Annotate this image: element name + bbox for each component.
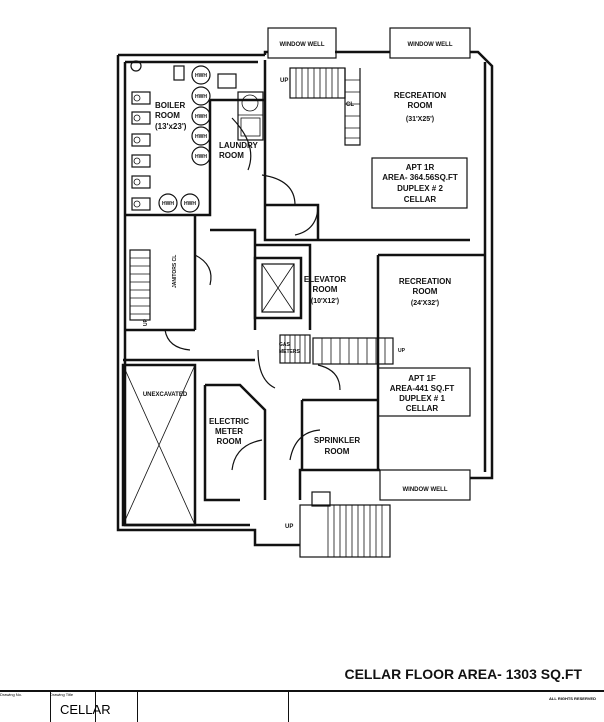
svg-text:HWH: HWH	[195, 134, 207, 140]
window-well-top-right: WINDOW WELL	[389, 27, 471, 59]
elevator-shaft	[253, 256, 303, 320]
svg-text:ELEVATOR: ELEVATOR	[304, 275, 346, 284]
svg-text:METER: METER	[215, 427, 243, 436]
svg-text:(13'x23'): (13'x23')	[155, 122, 187, 131]
title-block: Drawing No. Drawing Title CELLAR ALL RIG…	[0, 690, 604, 722]
svg-text:ROOM: ROOM	[219, 151, 244, 160]
svg-text:HWH: HWH	[184, 201, 196, 207]
svg-text:RECREATION: RECREATION	[394, 91, 447, 100]
svg-text:AREA-441 SQ.FT: AREA-441 SQ.FT	[390, 384, 455, 393]
window-well-top-left: WINDOW WELL	[267, 27, 337, 59]
svg-text:UP: UP	[398, 348, 406, 354]
svg-text:UP: UP	[280, 78, 288, 84]
svg-text:ELECTRIC: ELECTRIC	[209, 417, 249, 426]
svg-text:APT 1F: APT 1F	[408, 374, 436, 383]
svg-text:RECREATION: RECREATION	[399, 277, 452, 286]
svg-text:ROOM: ROOM	[155, 111, 180, 120]
label-janitors-closet: JANITORS CL	[172, 255, 178, 288]
svg-text:APT 1R: APT 1R	[406, 163, 435, 172]
boiler-units	[130, 60, 185, 211]
svg-text:HWH: HWH	[195, 94, 207, 100]
svg-text:ROOM: ROOM	[408, 101, 433, 110]
drawing-title-cell: Drawing Title	[50, 692, 96, 722]
drawing-title-label: Drawing Title	[50, 692, 74, 697]
floor-plan: WINDOW WELL WINDOW WELL WINDOW WELL	[116, 27, 494, 558]
doors	[164, 117, 341, 471]
drawing-no-label: Drawing No.	[0, 692, 23, 697]
svg-text:UNEXCAVATED: UNEXCAVATED	[143, 392, 188, 398]
label-closet: CL	[346, 102, 354, 108]
drawing-title: CELLAR	[60, 702, 111, 717]
svg-text:HWH: HWH	[195, 114, 207, 120]
svg-text:ROOM: ROOM	[413, 287, 438, 296]
label-electric-meter-room: ELECTRIC METER ROOM	[209, 417, 249, 446]
svg-text:BOILER: BOILER	[155, 101, 185, 110]
unexcavated-area: UNEXCAVATED	[121, 363, 197, 527]
svg-text:DUPLEX # 2: DUPLEX # 2	[397, 184, 443, 193]
svg-text:CELLAR: CELLAR	[404, 195, 437, 204]
svg-text:HWH: HWH	[162, 201, 174, 207]
label-recreation-room-1r: RECREATION ROOM (31'X25')	[394, 91, 447, 123]
drawing-no-cell: Drawing No.	[0, 692, 51, 722]
svg-text:WINDOW WELL: WINDOW WELL	[280, 42, 325, 48]
svg-text:CELLAR: CELLAR	[406, 404, 439, 413]
hot-water-heaters: HWH HWH HWH HWH HWH HWH HWH	[158, 65, 211, 213]
title-block-cell	[137, 692, 289, 722]
label-gas-meters: GAS METERS	[279, 342, 301, 355]
laundry-machines	[217, 73, 264, 141]
label-recreation-room-1f: RECREATION ROOM (24'X32')	[399, 277, 452, 307]
stairs	[129, 67, 394, 558]
svg-text:WINDOW WELL: WINDOW WELL	[403, 487, 448, 493]
svg-text:GAS: GAS	[279, 342, 291, 348]
svg-text:HWH: HWH	[195, 73, 207, 79]
svg-text:ROOM: ROOM	[325, 447, 350, 456]
window-well-bottom: WINDOW WELL	[379, 469, 471, 501]
svg-text:AREA- 364.56SQ.FT: AREA- 364.56SQ.FT	[382, 173, 458, 182]
title-block-cell	[95, 692, 138, 722]
floor-area-title: CELLAR FLOOR AREA- 1303 SQ.FT	[344, 666, 582, 682]
svg-text:(24'X32'): (24'X32')	[411, 300, 439, 307]
label-laundry-room: LAUNDRY ROOM	[219, 141, 258, 160]
svg-text:UP: UP	[143, 318, 149, 326]
rights-notice: ALL RIGHTS RESERVED	[549, 696, 596, 701]
svg-text:(10'X12'): (10'X12')	[311, 298, 339, 305]
label-elevator-room: ELEVATOR ROOM (10'X12')	[304, 275, 346, 305]
svg-text:SPRINKLER: SPRINKLER	[314, 436, 360, 445]
label-boiler-room: BOILER ROOM (13'x23')	[155, 101, 187, 131]
apt-1r-info-box: APT 1R AREA- 364.56SQ.FT DUPLEX # 2 CELL…	[371, 157, 468, 209]
svg-text:DUPLEX # 1: DUPLEX # 1	[399, 394, 445, 403]
apt-1f-info-box: APT 1F AREA-441 SQ.FT DUPLEX # 1 CELLAR	[377, 367, 471, 417]
svg-text:UP: UP	[285, 524, 293, 530]
svg-text:(31'X25'): (31'X25')	[406, 116, 434, 123]
svg-text:ROOM: ROOM	[217, 437, 242, 446]
svg-text:WINDOW WELL: WINDOW WELL	[408, 42, 453, 48]
svg-text:METERS: METERS	[279, 349, 301, 355]
exterior-walls	[116, 50, 494, 547]
label-sprinkler-room: SPRINKLER ROOM	[314, 436, 360, 456]
svg-text:ROOM: ROOM	[313, 285, 338, 294]
svg-text:HWH: HWH	[195, 154, 207, 160]
interior-walls	[123, 60, 485, 502]
svg-text:LAUNDRY: LAUNDRY	[219, 141, 258, 150]
up-markers: UP UP UP UP	[143, 78, 406, 530]
